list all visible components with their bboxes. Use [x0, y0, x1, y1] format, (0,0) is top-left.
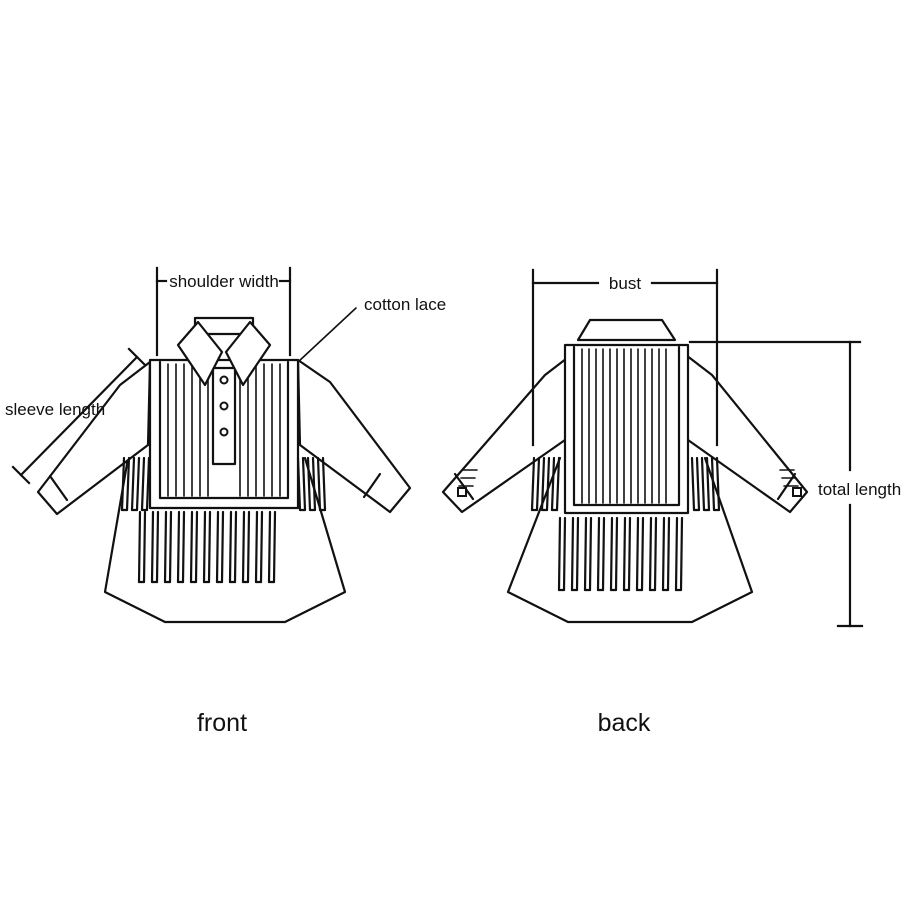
total-length-dimension [688, 340, 864, 628]
bust-label: bust [609, 274, 641, 293]
shoulder-width-dimension [155, 266, 292, 357]
sleeve-length-label: sleeve length [5, 400, 105, 419]
bust-dimension [531, 268, 719, 447]
sleeve-length-dimension [11, 347, 147, 485]
back-caption: back [598, 709, 651, 737]
button-icon [219, 375, 229, 385]
shoulder-width-label: shoulder width [169, 272, 279, 291]
button-icon [219, 427, 229, 437]
button-icon [219, 401, 229, 411]
total-length-label: total length [818, 480, 901, 499]
front-caption: front [197, 709, 247, 737]
front-garment [36, 316, 412, 624]
cotton-lace-leader [297, 307, 357, 363]
back-garment [441, 318, 809, 624]
cotton-lace-label: cotton lace [364, 295, 446, 314]
